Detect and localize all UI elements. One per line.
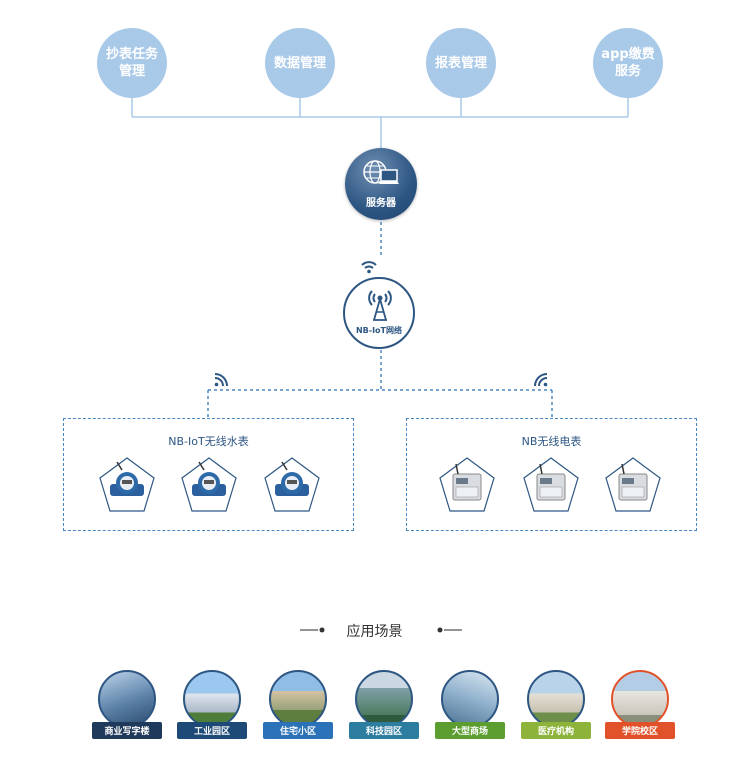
scene-label: 工业园区 [177, 722, 247, 739]
scenes-title: 应用场景 [346, 624, 403, 640]
water-meter-group: NB-IoT无线水表 [63, 418, 354, 531]
water-meter-device [180, 456, 238, 514]
scene-label: 商业写字楼 [92, 722, 162, 739]
function-app-payment: app缴费服务 [593, 28, 663, 98]
function-data-management: 数据管理 [265, 28, 335, 98]
function-label: 抄表任务管理 [105, 47, 158, 79]
network-label: NB-IoT网络 [355, 326, 403, 335]
wifi-icon [361, 261, 377, 274]
function-meter-reading: 抄表任务管理 [97, 28, 167, 98]
scene-shopping-mall: 大型商场 [435, 670, 505, 739]
water-meter-device [263, 456, 321, 514]
scene-industrial-park: 工业园区 [177, 670, 247, 739]
scene-residential: 住宅小区 [263, 670, 333, 739]
scene-medical: 医疗机构 [521, 670, 591, 739]
scene-commercial-office: 商业写字楼 [92, 670, 162, 739]
computer-globe-icon [363, 160, 399, 184]
scene-campus: 学院校区 [605, 670, 675, 739]
scene-label: 住宅小区 [263, 722, 333, 739]
server-node: 服务器 [345, 148, 417, 220]
electric-meter-group: NB无线电表 [406, 418, 697, 531]
scene-label: 大型商场 [435, 722, 505, 739]
scene-label: 学院校区 [605, 722, 675, 739]
scene-image [183, 670, 241, 728]
scene-label: 医疗机构 [521, 722, 591, 739]
function-label: 报表管理 [434, 55, 487, 71]
function-report-management: 报表管理 [426, 28, 496, 98]
scene-image [98, 670, 156, 728]
title-decoration-right [437, 627, 462, 633]
scene-image [269, 670, 327, 728]
scene-image [441, 670, 499, 728]
electric-meter-device [522, 456, 580, 514]
group-title: NB无线电表 [521, 435, 582, 448]
wifi-icon [534, 373, 548, 387]
title-decoration-left [300, 627, 325, 633]
function-label: 数据管理 [273, 55, 326, 71]
scene-label: 科技园区 [349, 722, 419, 739]
scene-image [355, 670, 413, 728]
group-title: NB-IoT无线水表 [168, 435, 249, 448]
scene-image [611, 670, 669, 728]
network-node: NB-IoT网络 [343, 277, 415, 349]
server-label: 服务器 [366, 198, 396, 209]
wifi-icon [214, 373, 228, 387]
function-label: app缴费服务 [601, 47, 655, 79]
scene-image [527, 670, 585, 728]
scene-tech-park: 科技园区 [349, 670, 419, 739]
antenna-icon [368, 290, 392, 321]
electric-meter-device [604, 456, 662, 514]
water-meter-device [98, 456, 156, 514]
electric-meter-device [438, 456, 496, 514]
